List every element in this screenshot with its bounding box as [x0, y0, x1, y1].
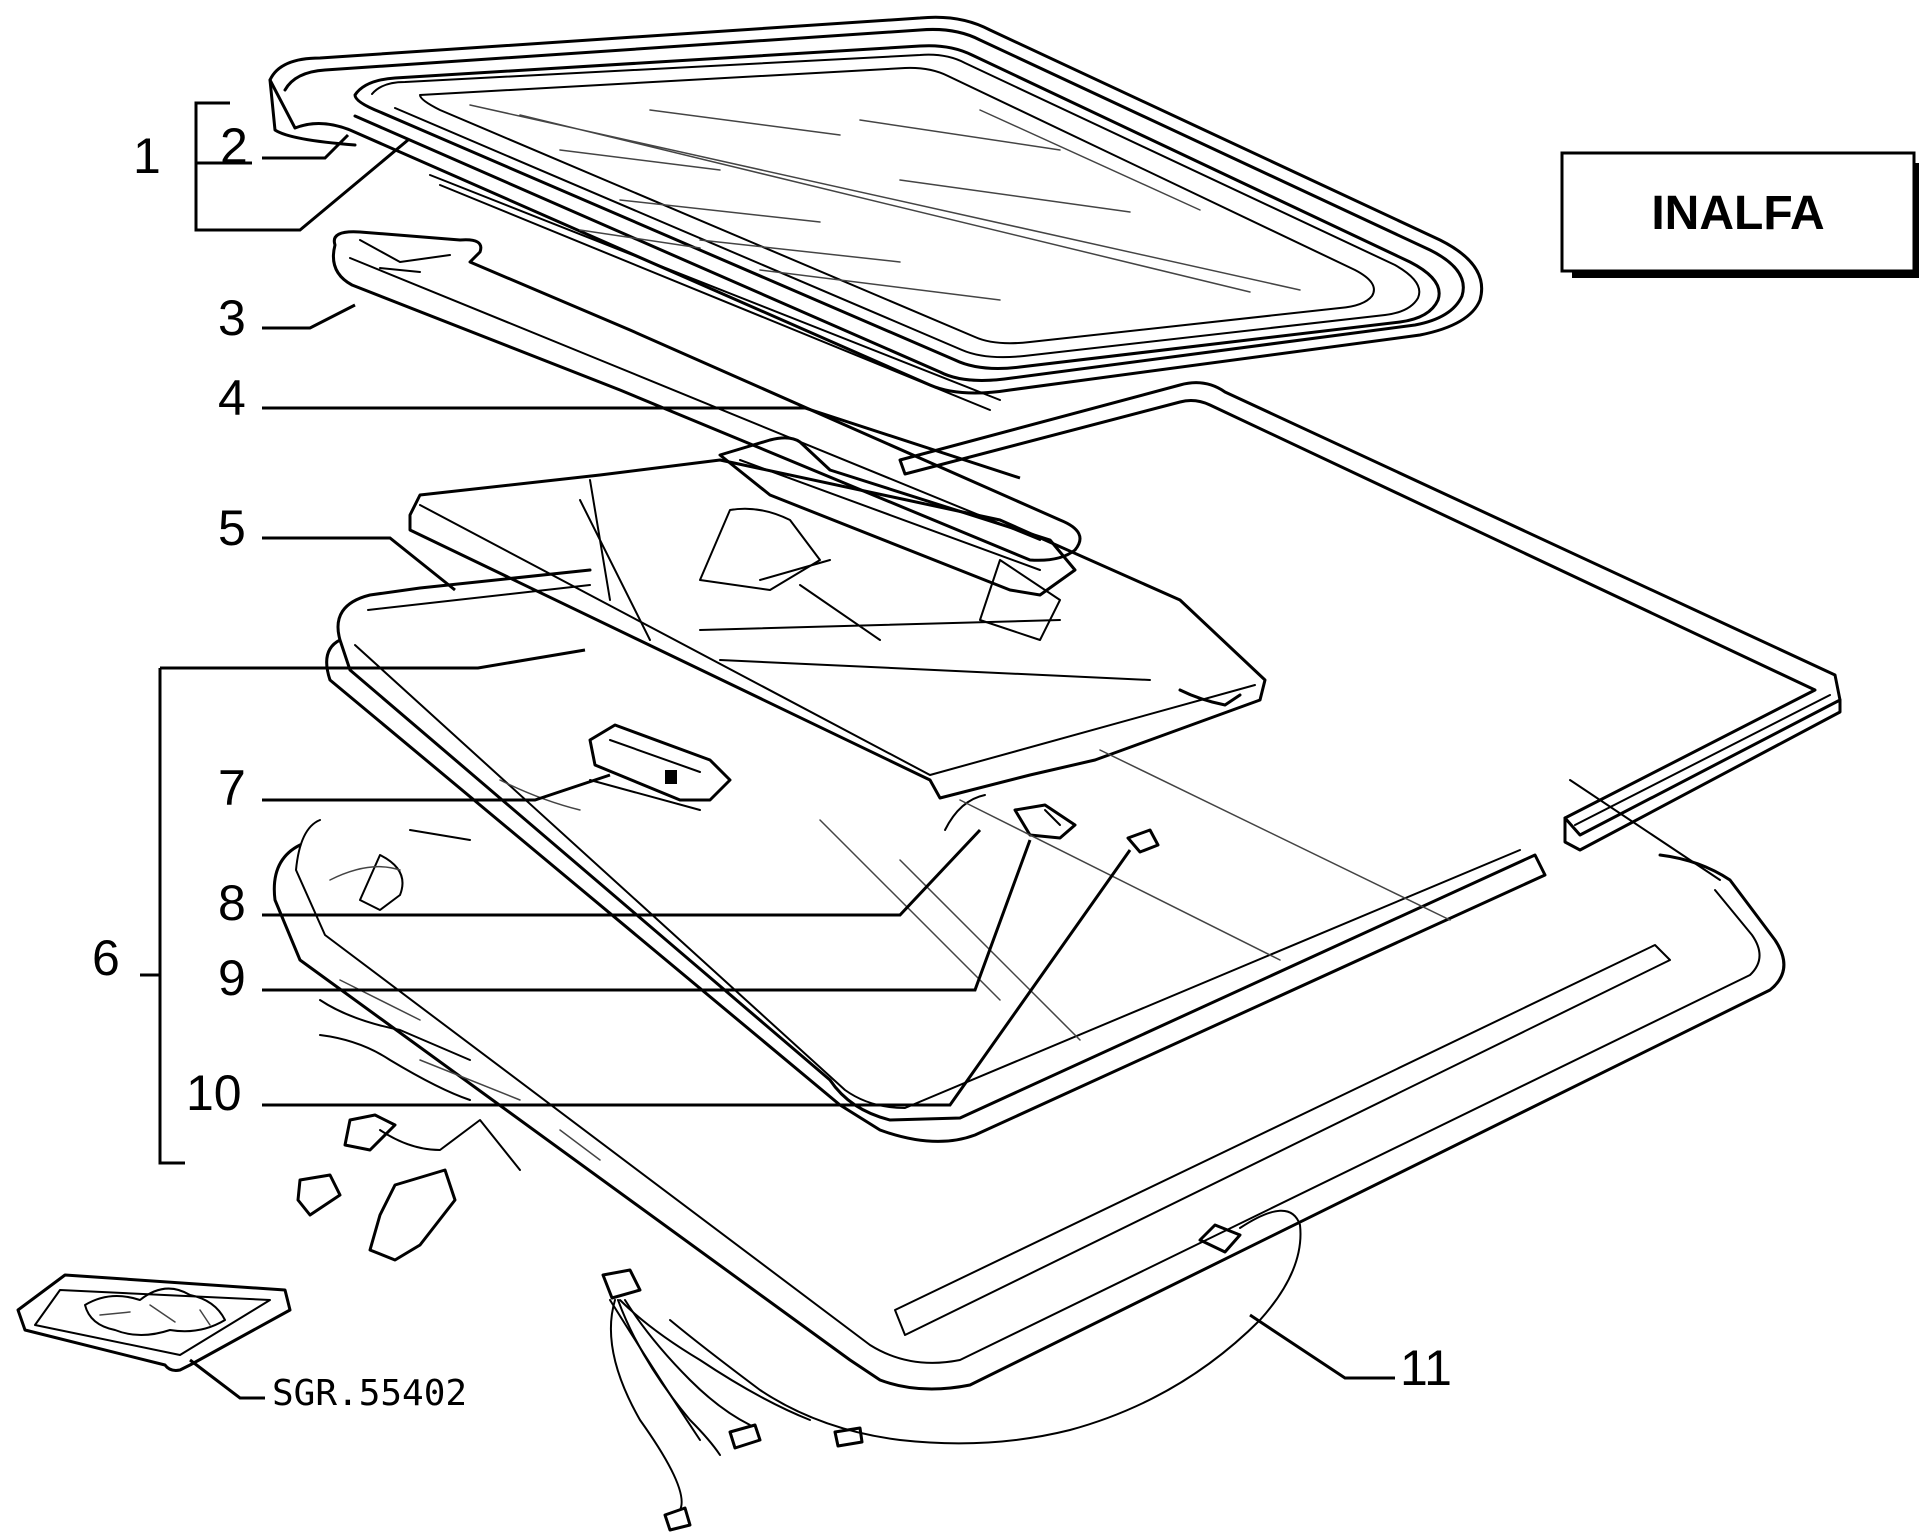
callout-labels: 1 2 3 4 5 6 7 8 9 10 11 SGR.55402 [92, 118, 1452, 1414]
callout-2: 2 [220, 118, 248, 174]
bracket-assembly [718, 436, 1077, 597]
brand-label: INALFA [1651, 187, 1824, 240]
callout-5: 5 [218, 500, 246, 556]
front-hardware [296, 999, 521, 1262]
wiring-harness [601, 1209, 1302, 1532]
glass-panel [268, 15, 1484, 411]
callout-10: 10 [186, 1065, 242, 1121]
callout-1: 1 [133, 128, 161, 184]
callout-4: 4 [218, 370, 246, 426]
deflector [331, 230, 1082, 562]
outer-seal [325, 568, 1547, 1143]
callout-11: 11 [1400, 1340, 1452, 1396]
panel-frame [408, 458, 1267, 800]
brand-box: INALFA [1560, 151, 1919, 278]
motor-unit [16, 1273, 292, 1372]
reference-label: SGR.55402 [272, 1373, 467, 1414]
callout-9: 9 [218, 950, 246, 1006]
leader-lines [140, 101, 1395, 1400]
clip-parts [944, 794, 1160, 854]
callout-6: 6 [92, 930, 120, 986]
callout-3: 3 [218, 290, 246, 346]
callout-8: 8 [218, 875, 246, 931]
frame-seal [898, 381, 1842, 852]
handle-unit [588, 723, 732, 802]
roof-tray [272, 749, 1786, 1391]
callout-7: 7 [218, 760, 246, 816]
